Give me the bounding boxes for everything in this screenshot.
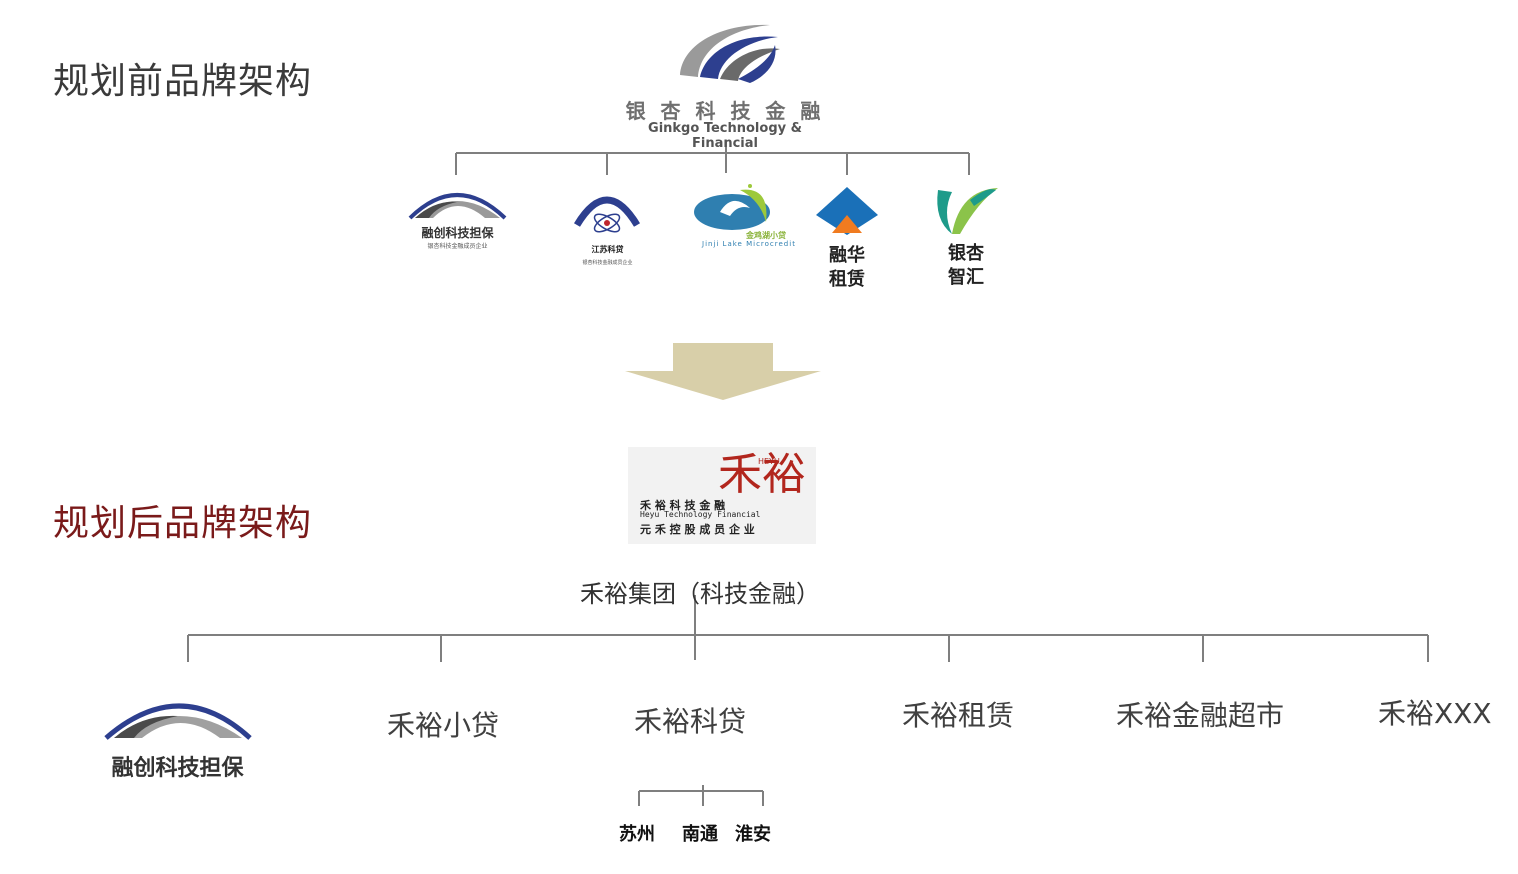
heyu-logo-line1: 禾 裕 科 技 金 融 <box>640 499 726 512</box>
ronghua-logo-icon <box>816 187 878 235</box>
city-nantong: 南通 <box>682 824 718 845</box>
ginkgo-logo: 银 杏 科 技 金 融 Ginkgo Technology & Financia… <box>620 15 830 151</box>
group-label: 禾裕集团（科技金融） <box>580 580 820 608</box>
before-brand-rongchuang: 融创科技担保 银杏科技金融成员企业 <box>405 180 510 250</box>
before-brand-sub: 银杏科技金融成员企业 <box>427 243 488 250</box>
heyu-logo-pinyin: HEYU <box>758 457 780 466</box>
before-brand-label: 融华 租赁 <box>829 245 865 290</box>
before-brand-sub: Jinji Lake Microcredit <box>702 240 796 248</box>
after-title: 规划后品牌架构 <box>53 503 313 544</box>
before-title: 规划前品牌架构 <box>53 61 313 102</box>
before-brand-label: 金鸡湖小贷 <box>746 231 786 240</box>
arch-logo-icon <box>408 193 507 220</box>
down-arrow-icon <box>625 343 821 400</box>
heyu-logo-line2: Heyu Technology Financial <box>640 510 761 519</box>
before-brand-jinjilake: 金鸡湖小贷 Jinji Lake Microcredit <box>690 182 802 252</box>
after-brand-heyu-jinrong-chaoshi: 禾裕金融超市 <box>1116 699 1285 732</box>
before-brand-label: 融创科技担保 <box>421 226 494 240</box>
after-brand-heyu-zulin: 禾裕租赁 <box>902 699 1015 732</box>
city-huaian: 淮安 <box>735 824 771 845</box>
before-brand-sub: 江苏科贷 <box>591 245 624 254</box>
after-brand-heyu-xiaodai: 禾裕小贷 <box>387 709 500 742</box>
before-brand-jiangsu-kedai: 江苏科贷 银杏科技金融成员企业 <box>565 185 650 266</box>
yinxing-zhihui-logo-icon <box>937 188 998 234</box>
heyu-logo-line3: 元 禾 控 股 成 员 企 业 <box>640 523 755 536</box>
city-suzhou: 苏州 <box>619 824 655 845</box>
before-brand-ronghua: 融华 租赁 <box>812 185 882 305</box>
jinjilake-logo-icon <box>694 184 770 230</box>
ginkgo-name-en: Ginkgo Technology & Financial <box>648 121 802 151</box>
after-brand-label: 融创科技担保 <box>111 756 244 781</box>
before-brand-sub2: 银杏科技金融成员企业 <box>582 260 633 266</box>
after-brand-heyu-kedai: 禾裕科贷 <box>634 705 747 738</box>
before-brand-label: 银杏 智汇 <box>948 243 984 288</box>
ginkgo-swirl-icon <box>680 24 780 83</box>
after-brand-heyu-xxx: 禾裕XXX <box>1378 697 1492 730</box>
before-brand-yinxing-zhihui: 银杏 智汇 <box>930 180 1002 305</box>
ginkgo-name-cn: 银 杏 科 技 金 融 <box>625 99 825 123</box>
after-brand-rongchuang: 融创科技担保 <box>100 690 260 785</box>
atom-logo-icon <box>573 196 641 233</box>
heyu-logo: 禾裕 HEYU 禾 裕 科 技 金 融 Heyu Technology Fina… <box>628 447 816 544</box>
arch-logo-icon <box>104 703 252 740</box>
heyu-logo-char: 禾裕 <box>718 449 806 500</box>
